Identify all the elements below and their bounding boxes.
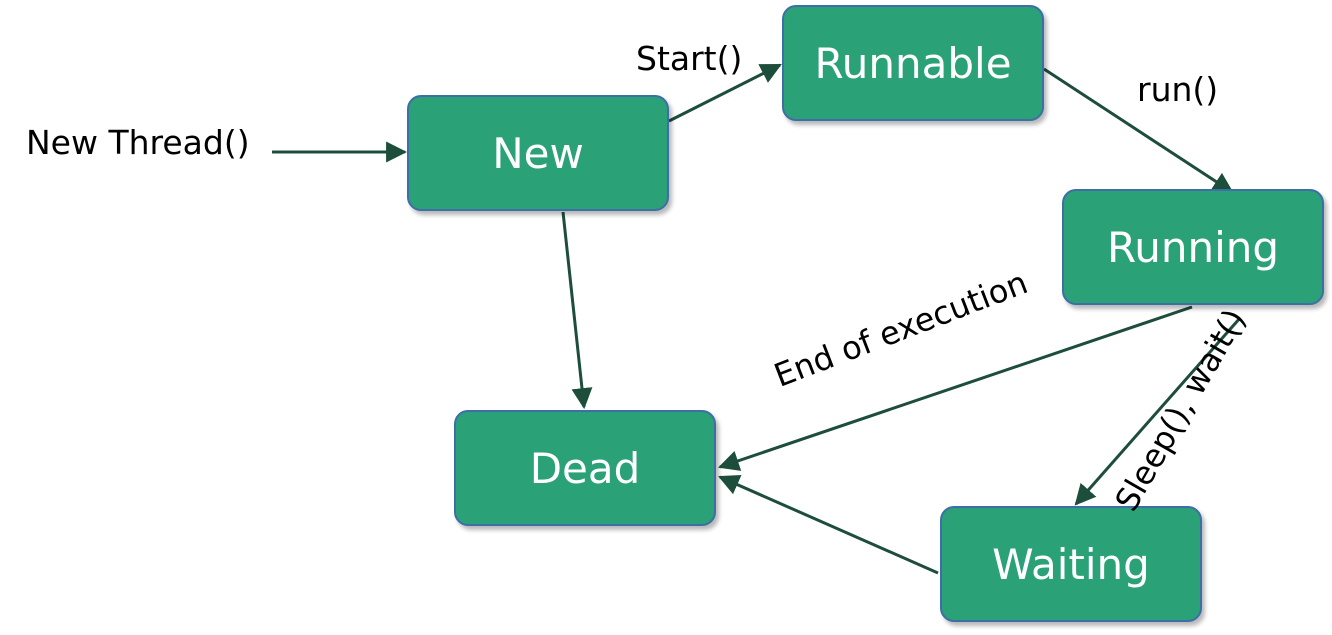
state-waiting: Waiting — [940, 506, 1202, 622]
state-running: Running — [1062, 189, 1324, 305]
arrow-waiting-to-dead — [718, 475, 939, 575]
arrow-runnable-to-running — [1043, 67, 1234, 194]
label-run: run() — [1137, 70, 1219, 109]
label-new-thread: New Thread() — [26, 123, 250, 162]
arrow-new-to-runnable — [668, 63, 782, 123]
state-dead: Dead — [454, 410, 716, 526]
state-new: New — [407, 95, 669, 211]
label-start: Start() — [636, 39, 743, 78]
arrow-running-to-dead — [718, 305, 1193, 471]
state-runnable: Runnable — [782, 5, 1044, 121]
arrow-running-to-waiting — [1074, 317, 1242, 506]
arrow-new-to-dead — [561, 211, 593, 410]
